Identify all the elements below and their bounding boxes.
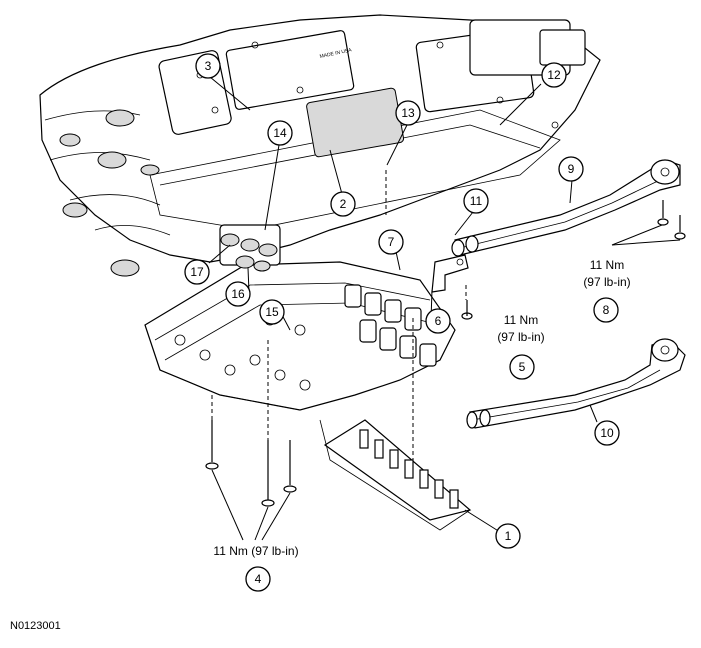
figure-id: N0123001 [10, 620, 61, 632]
svg-text:15: 15 [265, 305, 279, 319]
svg-text:(97 lb-in): (97 lb-in) [583, 275, 630, 289]
accumulator-springs [219, 224, 281, 272]
callout-16: 16 [225, 281, 251, 307]
valve-body-bolts [205, 420, 297, 507]
svg-text:10: 10 [600, 426, 614, 440]
callout-12: 12 [541, 62, 567, 88]
torque-spec-4: 11 Nm (97 lb-in) [213, 544, 298, 558]
svg-text:4: 4 [255, 572, 262, 586]
torque-spec-8: 11 Nm (97 lb-in) [583, 258, 630, 289]
callout-11: 11 [463, 188, 489, 214]
callout-6: 6 [425, 308, 451, 334]
svg-text:5: 5 [519, 360, 526, 374]
svg-text:8: 8 [603, 303, 610, 317]
svg-text:9: 9 [568, 162, 575, 176]
callout-3: 3 [195, 53, 221, 79]
callout-2: 2 [330, 191, 356, 217]
svg-text:11 Nm: 11 Nm [504, 313, 538, 327]
svg-text:11 Nm: 11 Nm [590, 258, 624, 272]
svg-text:1: 1 [505, 529, 512, 543]
callout-13: 13 [395, 100, 421, 126]
callout-4: 4 [245, 566, 271, 592]
svg-text:14: 14 [273, 126, 287, 140]
callout-5: 5 [509, 354, 535, 380]
svg-text:11: 11 [470, 194, 483, 208]
main-control-valve-body [144, 261, 456, 411]
svg-text:6: 6 [435, 314, 442, 328]
svg-text:17: 17 [190, 265, 204, 279]
callout-8: 8 [593, 297, 619, 323]
connector-bracket [431, 254, 469, 293]
callout-9: 9 [558, 156, 584, 182]
torque-spec-5: 11 Nm (97 lb-in) [497, 313, 544, 344]
internal-harness [319, 419, 472, 531]
transmission-case: MADE IN USA [39, 14, 601, 277]
svg-text:11 Nm (97 lb-in): 11 Nm (97 lb-in) [213, 544, 298, 558]
svg-text:7: 7 [388, 235, 395, 249]
callout-10: 10 [594, 420, 620, 446]
svg-text:16: 16 [231, 287, 245, 301]
callout-7: 7 [378, 229, 404, 255]
cooler-tube-10 [466, 338, 686, 429]
svg-text:13: 13 [401, 106, 415, 120]
svg-text:(97 lb-in): (97 lb-in) [497, 330, 544, 344]
callout-15: 15 [259, 299, 285, 325]
bolts-8 [657, 200, 686, 240]
callout-1: 1 [495, 523, 521, 549]
cooler-tube-9 [451, 159, 681, 257]
svg-text:3: 3 [205, 59, 212, 73]
svg-text:2: 2 [340, 197, 347, 211]
callout-14: 14 [267, 120, 293, 146]
solenoid-bank [344, 284, 437, 367]
bolt-5 [461, 300, 473, 320]
callout-17: 17 [184, 259, 210, 285]
svg-text:12: 12 [547, 68, 561, 82]
